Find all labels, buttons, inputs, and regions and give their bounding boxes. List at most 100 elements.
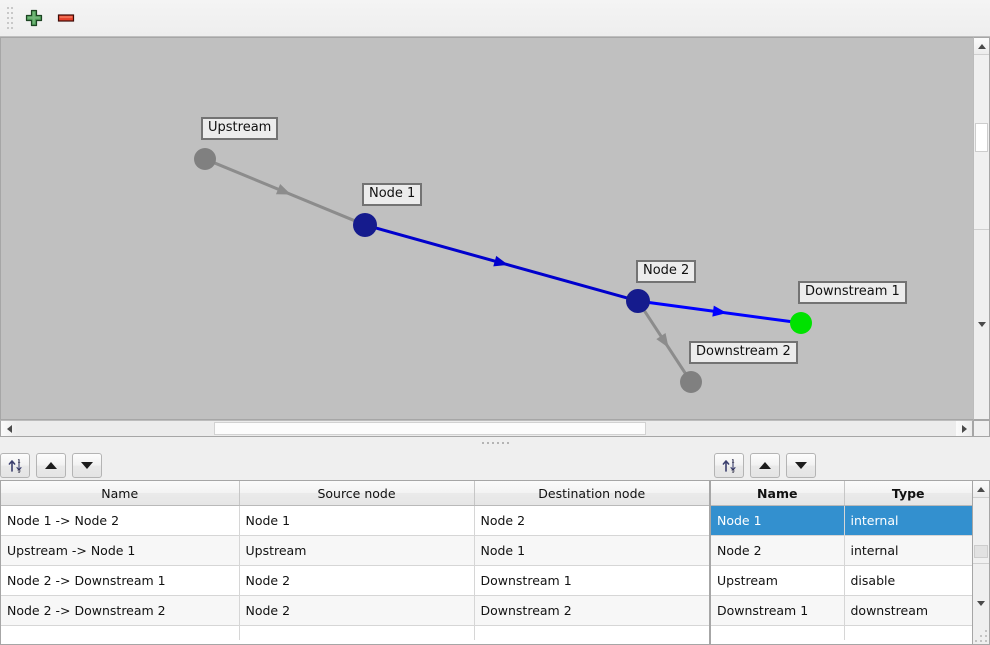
nodes-move-down-button[interactable] xyxy=(786,452,816,478)
graph-node-label-node1[interactable]: Node 1 xyxy=(362,183,423,206)
edges-toolbar: 1 9 xyxy=(0,449,710,480)
nodes-cell-0-1[interactable]: internal xyxy=(844,505,972,536)
nodes-cell-2-0[interactable]: Upstream xyxy=(711,565,845,596)
edges-cell-2-0[interactable]: Node 2 -> Downstream 1 xyxy=(1,565,240,596)
nodes-cell-1-1[interactable]: internal xyxy=(844,535,972,566)
sort-ascending-icon: 1 9 xyxy=(8,459,22,474)
sort-ascending-icon: 1 9 xyxy=(722,459,736,474)
edges-cell-1-1[interactable]: Upstream xyxy=(239,535,475,566)
nodes-vscroll-thumb[interactable] xyxy=(973,545,988,558)
graph-edge-arrow-upstream-node1 xyxy=(275,184,292,195)
scrollbar-corner xyxy=(973,420,990,437)
edges-cell-3-0[interactable]: Node 2 -> Downstream 2 xyxy=(1,595,240,626)
edges-table-filler-row xyxy=(1,625,709,640)
scroll-down-icon[interactable] xyxy=(972,562,989,644)
nodes-cell-2-1[interactable]: disable xyxy=(844,565,972,596)
graph-svg xyxy=(194,148,812,393)
graph-edge-arrow-node2-downstream2 xyxy=(656,333,669,348)
nodes-cell-1-0[interactable]: Node 2 xyxy=(711,535,845,566)
remove-button[interactable] xyxy=(50,3,82,33)
edges-cell-0-1[interactable]: Node 1 xyxy=(239,505,475,536)
arrow-up-icon xyxy=(759,461,771,469)
graph-node-node1[interactable] xyxy=(353,213,377,237)
arrow-down-icon xyxy=(795,461,807,469)
svg-text:9: 9 xyxy=(17,469,20,474)
edges-cell-0-0[interactable]: Node 1 -> Node 2 xyxy=(1,505,240,536)
graph-edge-arrow-node1-node2 xyxy=(493,255,509,267)
svg-text:9: 9 xyxy=(731,469,734,474)
graph-vscroll-track[interactable] xyxy=(974,55,989,229)
graph-node-downstream1[interactable] xyxy=(790,312,812,334)
scroll-up-icon[interactable] xyxy=(974,38,989,55)
nodes-vscroll-track[interactable] xyxy=(972,498,989,563)
scroll-up-icon[interactable] xyxy=(972,481,989,498)
edges-cell-3-1[interactable]: Node 2 xyxy=(239,595,475,626)
arrow-down-icon xyxy=(81,461,93,469)
edges-sort-button[interactable]: 1 9 xyxy=(0,452,30,478)
edges-move-down-button[interactable] xyxy=(72,452,102,478)
graph-node-downstream2[interactable] xyxy=(680,371,702,393)
graph-node-label-node2[interactable]: Node 2 xyxy=(636,260,697,283)
graph-node-label-downstream2[interactable]: Downstream 2 xyxy=(689,341,798,364)
nodes-toolbar: 1 9 xyxy=(710,449,990,480)
panel-splitter[interactable] xyxy=(0,437,990,449)
nodes-column-header-0[interactable]: Name xyxy=(711,481,845,506)
edges-move-up-button[interactable] xyxy=(36,452,66,478)
edges-cell-1-0[interactable]: Upstream -> Node 1 xyxy=(1,535,240,566)
nodes-sort-button[interactable]: 1 9 xyxy=(714,452,744,478)
edges-cell-3-2[interactable]: Downstream 2 xyxy=(474,595,709,626)
edges-column-header-1[interactable]: Source node xyxy=(239,481,475,506)
graph-hscroll-thumb[interactable] xyxy=(214,422,647,435)
nodes-column-header-1[interactable]: Type xyxy=(844,481,972,506)
graph-node-label-upstream[interactable]: Upstream xyxy=(201,117,279,140)
graph-hscroll-track[interactable] xyxy=(17,421,956,436)
nodes-cell-0-0[interactable]: Node 1 xyxy=(711,505,845,536)
graph-node-node2[interactable] xyxy=(626,289,650,313)
edges-cell-2-1[interactable]: Node 2 xyxy=(239,565,475,596)
edges-cell-1-2[interactable]: Node 1 xyxy=(474,535,709,566)
graph-vscroll-thumb[interactable] xyxy=(975,122,988,153)
scroll-right-icon[interactable] xyxy=(956,421,972,436)
window-resize-grip[interactable] xyxy=(975,630,988,643)
nodes-vertical-scrollbar[interactable] xyxy=(972,480,990,645)
edges-cell-0-2[interactable]: Node 2 xyxy=(474,505,709,536)
svg-text:1: 1 xyxy=(17,459,20,465)
nodes-cell-3-1[interactable]: downstream xyxy=(844,595,972,626)
graph-node-upstream[interactable] xyxy=(194,148,216,170)
add-button[interactable] xyxy=(18,3,50,33)
nodes-move-up-button[interactable] xyxy=(750,452,780,478)
scroll-left-icon[interactable] xyxy=(1,421,17,436)
scroll-down-icon[interactable] xyxy=(974,228,989,419)
edges-column-header-0[interactable]: Name xyxy=(1,481,240,506)
graph-horizontal-scrollbar[interactable] xyxy=(0,420,973,437)
graph-vertical-scrollbar[interactable] xyxy=(973,37,990,420)
edges-cell-2-2[interactable]: Downstream 1 xyxy=(474,565,709,596)
drag-handle-icon[interactable] xyxy=(4,7,13,29)
edges-filler-cell xyxy=(239,625,475,640)
edges-column-header-2[interactable]: Destination node xyxy=(474,481,709,506)
graph-node-label-downstream1[interactable]: Downstream 1 xyxy=(798,281,907,304)
nodes-cell-3-0[interactable]: Downstream 1 xyxy=(711,595,845,626)
